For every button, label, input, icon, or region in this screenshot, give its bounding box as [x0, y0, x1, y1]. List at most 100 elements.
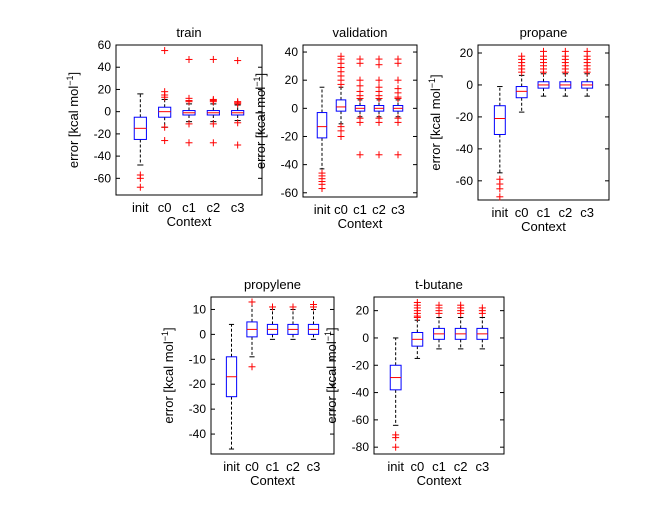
x-tick-label-c3: c3 — [391, 202, 405, 217]
x-tick-label-c2: c2 — [454, 459, 468, 474]
y-tick-label: 20 — [356, 304, 370, 318]
axes-frame — [477, 44, 610, 201]
box-init — [389, 337, 402, 451]
x-tick-label-init: init — [387, 459, 404, 474]
y-tick-label: -20 — [189, 377, 207, 391]
outlier-point — [185, 55, 193, 63]
box-c0 — [335, 52, 347, 140]
outlier-point — [518, 68, 526, 76]
y-tick-label: -40 — [352, 386, 370, 400]
iqr-box — [316, 112, 328, 139]
outlier-point — [318, 185, 326, 193]
x-tick-label-c2: c2 — [206, 200, 220, 215]
box-c3 — [307, 300, 320, 340]
outlier-point — [209, 120, 217, 128]
y-axis-label: error [kcal mol−1] — [65, 72, 81, 168]
box-c1 — [354, 55, 366, 159]
outlier-point — [161, 93, 169, 101]
x-tick-label-init: init — [223, 459, 240, 474]
x-tick-label-c1: c1 — [432, 459, 446, 474]
outlier-point — [375, 94, 383, 102]
box-init — [225, 323, 238, 450]
y-tick-label: -60 — [94, 171, 112, 185]
y-tick-label: 0 — [104, 105, 111, 119]
outlier-point — [209, 139, 217, 147]
panel-title: validation — [333, 25, 388, 40]
y-tick-label: -20 — [281, 129, 299, 143]
outlier-point — [392, 443, 400, 451]
outlier-point — [375, 76, 383, 84]
y-tick-label: -60 — [352, 413, 370, 427]
outlier-point — [337, 80, 345, 88]
outlier-point — [356, 59, 364, 67]
outlier-point — [209, 55, 217, 63]
box-c1 — [266, 303, 279, 340]
box-c0 — [158, 47, 172, 145]
box-c2 — [559, 47, 572, 97]
box-c0 — [515, 52, 528, 113]
outlier-point — [392, 434, 400, 442]
x-tick-label-c0: c0 — [158, 200, 172, 215]
outlier-point — [185, 139, 193, 147]
box-c3 — [231, 57, 245, 149]
y-axis-label: error [kcal mol−1] — [427, 74, 443, 170]
outlier-point — [136, 183, 144, 191]
box-init — [493, 86, 506, 201]
y-tick-label: -60 — [281, 186, 299, 200]
x-tick-label-init: init — [314, 202, 331, 217]
x-tick-label-c1: c1 — [353, 202, 367, 217]
outlier-point — [375, 118, 383, 126]
outlier-point — [234, 141, 242, 149]
outlier-point — [161, 137, 169, 145]
y-tick-label: 40 — [98, 60, 112, 74]
outlier-point — [161, 123, 169, 131]
y-axis-label: error [kcal mol−1] — [160, 327, 176, 423]
y-tick-label: 0 — [199, 327, 206, 341]
outlier-point — [289, 303, 297, 311]
outlier-point — [583, 68, 591, 76]
outlier-point — [496, 193, 504, 201]
outlier-point — [457, 309, 465, 317]
y-tick-label: 10 — [193, 302, 207, 316]
x-axis-label: Context — [167, 214, 212, 229]
box-c1 — [433, 301, 445, 350]
box-c2 — [373, 55, 385, 159]
x-tick-label-c0: c0 — [245, 459, 259, 474]
box-c2 — [454, 301, 467, 350]
outlier-point — [435, 309, 443, 317]
outlier-point — [394, 76, 402, 84]
panel-title: propane — [520, 25, 568, 40]
outlier-point — [394, 59, 402, 67]
x-tick-label-c0: c0 — [334, 202, 348, 217]
outlier-point — [356, 118, 364, 126]
y-tick-label: -40 — [94, 149, 112, 163]
y-tick-label: -20 — [352, 358, 370, 372]
outlier-point — [561, 68, 569, 76]
y-tick-label: 0 — [466, 78, 473, 92]
x-tick-label-c1: c1 — [266, 459, 280, 474]
x-axis-label: Context — [338, 216, 383, 231]
x-tick-label-c1: c1 — [537, 205, 551, 220]
y-tick-label: -40 — [456, 142, 474, 156]
y-tick-label: 0 — [362, 331, 369, 345]
outlier-point — [248, 363, 256, 371]
x-tick-label-c0: c0 — [410, 459, 424, 474]
box-c3 — [392, 55, 404, 159]
x-tick-label-init: init — [492, 205, 509, 220]
x-tick-label-c3: c3 — [580, 205, 594, 220]
x-tick-label-c3: c3 — [475, 459, 489, 474]
box-c0 — [246, 298, 258, 371]
box-c3 — [581, 47, 594, 97]
x-tick-label-c2: c2 — [372, 202, 386, 217]
outlier-point — [540, 68, 547, 76]
x-tick-label-c2: c2 — [558, 205, 572, 220]
box-c1 — [182, 55, 196, 147]
iqr-box — [493, 105, 506, 135]
y-tick-label: -80 — [352, 440, 370, 454]
y-tick-label: -20 — [94, 127, 112, 141]
